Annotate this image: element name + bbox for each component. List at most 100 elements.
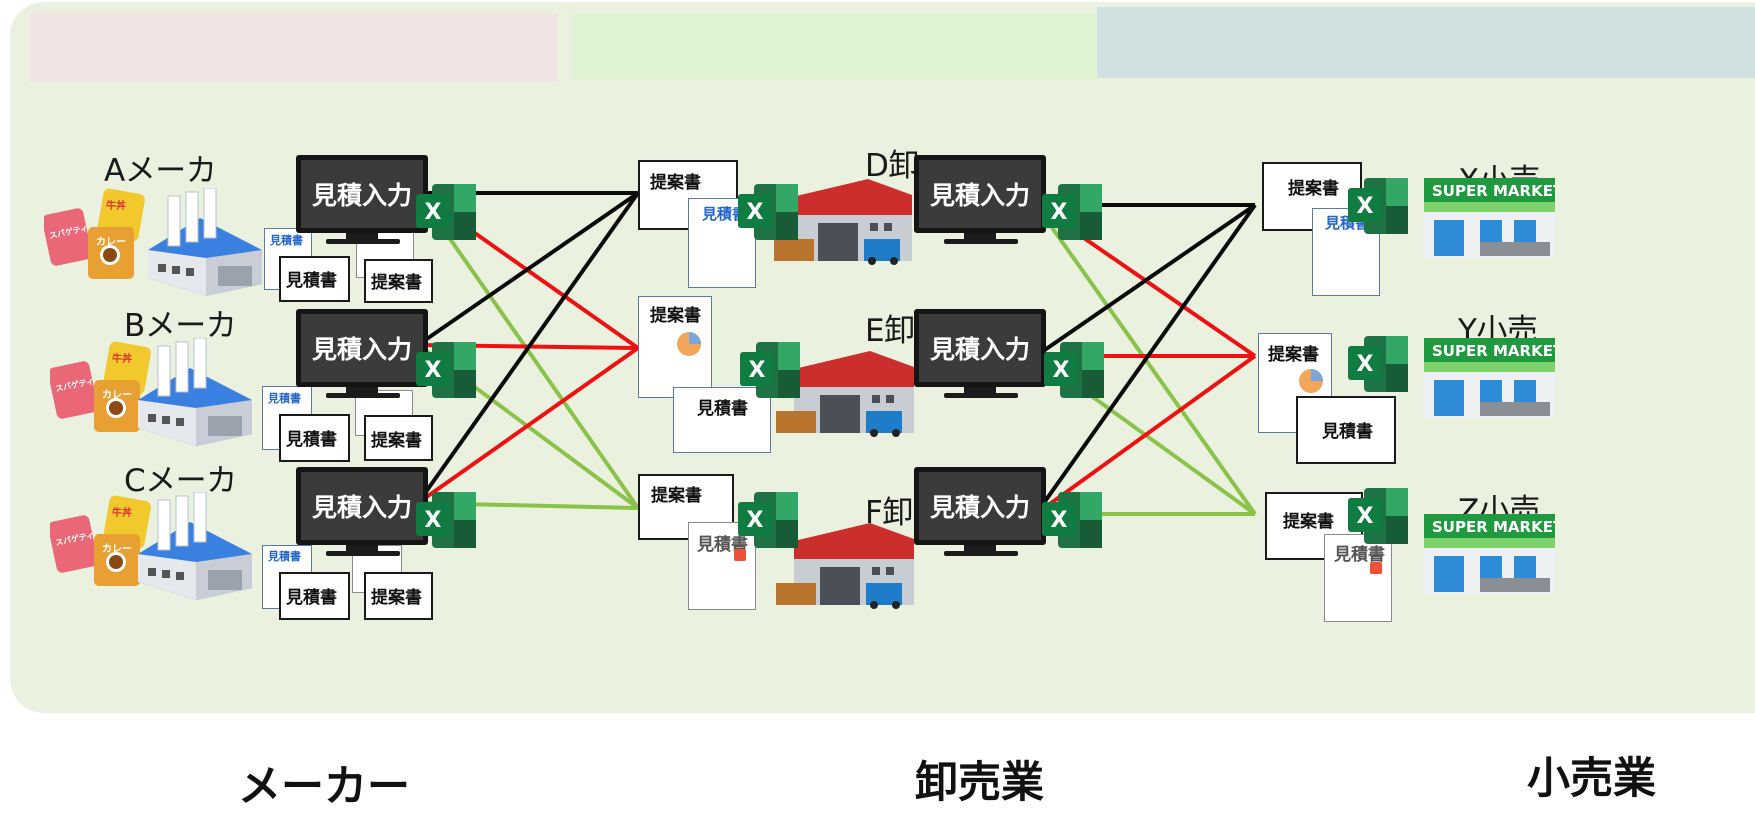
estimate-sheet-title: 見積書	[268, 392, 301, 405]
svg-text:牛丼: 牛丼	[112, 506, 132, 519]
svg-text:カレー: カレー	[102, 543, 132, 555]
wholesaler-label-e: E卸	[865, 313, 915, 349]
excel-icon: X	[1348, 488, 1408, 544]
monitor-icon: 見積入力	[296, 467, 430, 556]
link-c-d	[416, 191, 640, 505]
svg-text:牛丼: 牛丼	[112, 352, 132, 365]
proposal-doc-b-label: 提案書	[371, 431, 422, 451]
estimate-doc-c-label: 見積書	[286, 588, 337, 608]
excel-icon: X	[416, 492, 476, 548]
estimate-doc-a	[279, 256, 350, 302]
svg-text:牛丼: 牛丼	[106, 199, 126, 212]
proposal-doc-y-label: 提案書	[1268, 345, 1319, 365]
maker-label-c: Cメーカ	[124, 463, 237, 499]
monitor-icon: 見積入力	[914, 155, 1048, 244]
proposal-doc-c	[364, 572, 433, 620]
maker-label-b: Bメーカ	[124, 308, 237, 344]
monitor-icon: 見積入力	[296, 309, 430, 398]
svg-text:X: X	[1357, 194, 1374, 219]
svg-text:カレー: カレー	[96, 236, 126, 248]
proposal-doc-e-label: 提案書	[650, 306, 701, 326]
proposal-doc-c-label: 提案書	[371, 588, 422, 608]
link-b-d	[416, 191, 640, 347]
supermarket-icon: SUPER MARKET	[1424, 338, 1555, 418]
excel-icon: X	[416, 184, 476, 240]
svg-text:X: X	[747, 508, 764, 533]
supermarket-icon: SUPER MARKET	[1424, 514, 1555, 594]
svg-text:X: X	[425, 200, 442, 225]
proposal-doc-a-label: 提案書	[371, 273, 422, 293]
monitor-icon: 見積入力	[296, 155, 430, 244]
estimate-entry-screen: 見積入力	[296, 467, 428, 545]
svg-text:X: X	[425, 508, 442, 533]
excel-icon: X	[1042, 492, 1102, 548]
link-f-y	[1034, 354, 1257, 516]
svg-text:SUPER MARKET: SUPER MARKET	[1432, 518, 1555, 536]
wholesale-band	[572, 13, 1096, 80]
svg-text:X: X	[747, 200, 764, 225]
excel-icon: X	[1044, 342, 1104, 398]
estimate-entry-screen: 見積入力	[914, 309, 1046, 387]
proposal-doc-x-label: 提案書	[1288, 179, 1339, 199]
food-package-icon: カレー 牛丼 スパゲティ	[50, 341, 151, 432]
factory-icon	[138, 338, 252, 446]
estimate-doc-d-label: 見積書	[702, 205, 748, 223]
stamp-icon	[1370, 562, 1382, 574]
estimate-doc-f	[688, 522, 756, 610]
column-title-retail: 小売業	[1527, 754, 1656, 804]
estimate-doc-c	[279, 572, 350, 620]
retail-band	[1097, 7, 1755, 78]
monitor-icon: 見積入力	[914, 467, 1048, 556]
column-title-maker: メーカー	[238, 762, 410, 812]
svg-text:X: X	[1357, 504, 1374, 529]
link-f-x	[1034, 203, 1257, 516]
proposal-doc-z-label: 提案書	[1283, 512, 1334, 532]
column-title-wholesale: 卸売業	[915, 758, 1044, 808]
food-package-icon: カレー 牛丼 スパゲティ	[50, 495, 151, 586]
estimate-doc-y-label: 見積書	[1322, 422, 1373, 442]
svg-text:X: X	[1357, 352, 1374, 377]
estimate-entry-screen: 見積入力	[296, 155, 428, 233]
estimate-doc-y	[1296, 396, 1396, 464]
stamp-icon	[734, 549, 746, 561]
excel-icon: X	[738, 184, 798, 240]
estimate-doc-e	[673, 387, 771, 453]
estimate-entry-screen: 見積入力	[914, 155, 1046, 233]
link-e-x	[1034, 203, 1257, 358]
estimate-doc-z-label: 見積書	[1334, 545, 1385, 565]
wholesaler-label-d: D卸	[865, 148, 919, 184]
svg-text:X: X	[1051, 508, 1068, 533]
maker-label-a: Aメーカ	[104, 153, 217, 189]
excel-icon: X	[1042, 184, 1102, 240]
excel-icon: X	[1348, 336, 1408, 392]
factory-icon	[148, 188, 262, 296]
estimate-doc-b-label: 見積書	[286, 430, 337, 450]
excel-icon: X	[416, 342, 476, 398]
estimate-entry-screen: 見積入力	[296, 309, 428, 387]
estimate-sheet-title: 見積書	[268, 550, 301, 563]
estimate-sheet-title: 見積書	[270, 234, 303, 247]
warehouse-icon	[774, 179, 912, 265]
excel-icon: X	[740, 342, 800, 398]
svg-text:SUPER MARKET: SUPER MARKET	[1432, 342, 1555, 360]
proposal-doc-a	[364, 259, 433, 303]
estimate-entry-screen: 見積入力	[914, 467, 1046, 545]
supermarket-icon: SUPER MARKET	[1424, 178, 1555, 258]
estimate-doc-a-label: 見積書	[286, 271, 337, 291]
maker-band	[29, 13, 558, 82]
pie-chart-icon	[1299, 369, 1323, 393]
food-package-icon: カレー 牛丼 スパゲティ	[44, 188, 145, 279]
estimate-doc-b	[279, 414, 350, 462]
proposal-doc-b	[364, 415, 433, 461]
proposal-doc-f-label: 提案書	[651, 486, 702, 506]
pie-chart-icon	[677, 332, 701, 356]
estimate-doc-z	[1324, 534, 1392, 622]
svg-text:X: X	[1051, 200, 1068, 225]
svg-text:カレー: カレー	[102, 389, 132, 401]
monitor-icon: 見積入力	[914, 309, 1048, 398]
estimate-doc-e-label: 見積書	[697, 399, 748, 419]
warehouse-icon	[776, 523, 914, 609]
warehouse-icon	[776, 351, 914, 437]
factory-icon	[138, 492, 252, 600]
link-c-e	[416, 346, 640, 505]
